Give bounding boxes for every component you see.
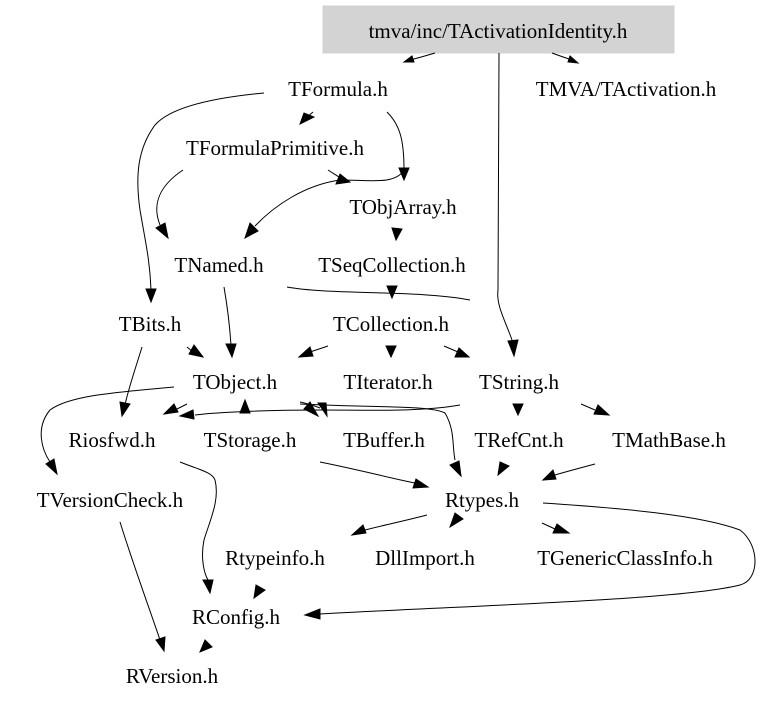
node-TString[interactable]: TString.h bbox=[479, 370, 559, 394]
arrowhead-TBits bbox=[145, 288, 157, 304]
arrowhead-TRefCnt bbox=[512, 403, 524, 417]
edge-TString-TMathBase bbox=[580, 403, 596, 411]
arrowhead-RConfig-from-Rtypeinfo bbox=[253, 584, 266, 600]
node-TSeqCollection[interactable]: TSeqCollection.h bbox=[318, 253, 466, 277]
edge-TObject-TVersionCheck bbox=[40, 386, 175, 463]
edge-Rtypes-TGenericClassInfo bbox=[541, 522, 556, 530]
node-TGenericClassInfo[interactable]: TGenericClassInfo.h bbox=[537, 546, 713, 570]
arrowhead-TSeqCollection bbox=[391, 227, 403, 242]
edge-TObject-Rtypes bbox=[299, 403, 456, 461]
arrowhead-TVersionCheck bbox=[45, 458, 58, 476]
arrowhead-Riosfwd-from-TString bbox=[178, 409, 195, 420]
node-TNamed[interactable]: TNamed.h bbox=[174, 253, 264, 277]
edge-TString-Riosfwd bbox=[194, 404, 461, 416]
edge-Rtypes-Rtypeinfo bbox=[364, 514, 428, 531]
node-TStorage[interactable]: TStorage.h bbox=[204, 428, 297, 452]
arrowhead-Riosfwd-from-TObject bbox=[162, 403, 179, 415]
node-Rtypeinfo[interactable]: Rtypeinfo.h bbox=[225, 546, 325, 570]
arrowhead-TObject-from-TBits bbox=[188, 344, 205, 358]
edge-TMathBase-Rtypes bbox=[554, 463, 596, 476]
edge-TVersionCheck-RVersion bbox=[119, 521, 161, 641]
edge-root-TString bbox=[497, 52, 513, 341]
node-RVersion[interactable]: RVersion.h bbox=[126, 664, 219, 688]
edge-TFormulaPrimitive-TObjArray bbox=[327, 169, 341, 179]
node-TCollection[interactable]: TCollection.h bbox=[333, 312, 450, 336]
edge-TStorage-Rtypes bbox=[319, 461, 416, 484]
arrowhead-TFormula bbox=[402, 55, 415, 63]
arrowhead-TNamed-from-TObjArray bbox=[244, 222, 259, 240]
node-Rtypes[interactable]: Rtypes.h bbox=[445, 488, 520, 512]
arrowhead-TActivation bbox=[567, 55, 580, 64]
edge-TCollection-TString bbox=[443, 345, 459, 353]
arrowhead-RConfig-from-Rtypes bbox=[303, 608, 321, 620]
arrowhead-TObject-from-TCollection bbox=[297, 346, 314, 358]
edge-Riosfwd-RConfig bbox=[179, 461, 217, 581]
node-TIterator[interactable]: TIterator.h bbox=[343, 370, 433, 394]
edge-TCollection-TObject bbox=[309, 345, 329, 353]
arrowhead-RVersion-from-RConfig bbox=[199, 639, 213, 653]
arrowhead-TObject-from-TNamed bbox=[225, 343, 237, 359]
arrowhead-TObjArray bbox=[398, 167, 410, 182]
node-TFormula[interactable]: TFormula.h bbox=[288, 77, 388, 101]
arrowhead-RConfig-from-Riosfwd bbox=[202, 579, 214, 595]
nodes: tmva/inc/TActivationIdentity.h TFormula.… bbox=[37, 19, 727, 688]
node-RConfig[interactable]: RConfig.h bbox=[192, 605, 281, 629]
arrowhead-TIterator bbox=[385, 345, 397, 359]
arrowhead-TObjArray-from-TFormulaPrimitive bbox=[335, 173, 352, 185]
node-DllImport[interactable]: DllImport.h bbox=[375, 546, 475, 570]
arrowhead-Rtypes-from-TStorage bbox=[412, 478, 430, 489]
node-TBits[interactable]: TBits.h bbox=[119, 312, 182, 336]
edge-TFormula-TBits bbox=[137, 92, 265, 291]
arrowhead-TMathBase bbox=[593, 404, 611, 416]
edges bbox=[40, 52, 756, 653]
arrowhead-DllImport bbox=[449, 512, 464, 529]
arrowhead-TCollection bbox=[386, 285, 398, 300]
arrowhead-Rtypeinfo bbox=[350, 524, 367, 536]
node-Riosfwd[interactable]: Riosfwd.h bbox=[69, 428, 156, 452]
arrowhead-TString-from-root bbox=[507, 339, 519, 358]
node-TMVA-TActivation[interactable]: TMVA/TActivation.h bbox=[536, 77, 717, 101]
edge-TObject-Riosfwd bbox=[176, 403, 188, 410]
arrowhead-RVersion-from-TVersionCheck bbox=[155, 636, 166, 653]
node-TFormulaPrimitive[interactable]: TFormulaPrimitive.h bbox=[186, 136, 364, 160]
node-root[interactable]: tmva/inc/TActivationIdentity.h bbox=[369, 19, 628, 43]
arrowhead-TBuffer-from-TObject bbox=[303, 401, 320, 418]
node-TObject[interactable]: TObject.h bbox=[193, 370, 278, 394]
edge-Rtypes-RConfig bbox=[319, 502, 756, 615]
arrowhead-TBuffer-from-TString bbox=[317, 402, 328, 418]
node-TVersionCheck[interactable]: TVersionCheck.h bbox=[37, 488, 184, 512]
edge-TFormula-TObjArray bbox=[386, 111, 405, 171]
edge-TFormulaPrimitive-TNamed bbox=[156, 169, 184, 226]
arrowhead-TNamed-from-TFormulaPrimitive bbox=[155, 222, 169, 240]
edge-TNamed-TString bbox=[286, 286, 471, 301]
arrowhead-TStorage-up bbox=[239, 398, 251, 414]
arrowhead-Rtypes-from-TMathBase bbox=[541, 469, 557, 481]
arrowhead-TGenericClassInfo bbox=[552, 523, 571, 534]
edge-TNamed-TObject bbox=[223, 286, 232, 346]
root-node-box bbox=[322, 5, 675, 54]
arrowhead-TString-from-TCollection bbox=[454, 347, 471, 358]
node-TRefCnt[interactable]: TRefCnt.h bbox=[474, 428, 564, 452]
arrowhead-TFormulaPrimitive bbox=[299, 112, 316, 126]
node-TObjArray[interactable]: TObjArray.h bbox=[349, 195, 457, 219]
edge-TObjArray-TNamed bbox=[254, 169, 405, 227]
edge-root-TFormula bbox=[409, 52, 436, 61]
edge-TBits-Riosfwd bbox=[124, 346, 143, 406]
arrowhead-Rtypes-from-TObject bbox=[449, 460, 462, 478]
node-TBuffer[interactable]: TBuffer.h bbox=[343, 428, 425, 452]
node-TMathBase[interactable]: TMathBase.h bbox=[612, 428, 726, 452]
arrowhead-Rtypes-from-TRefCnt bbox=[497, 461, 510, 477]
arrowhead-Riosfwd-from-TBits bbox=[119, 401, 131, 418]
